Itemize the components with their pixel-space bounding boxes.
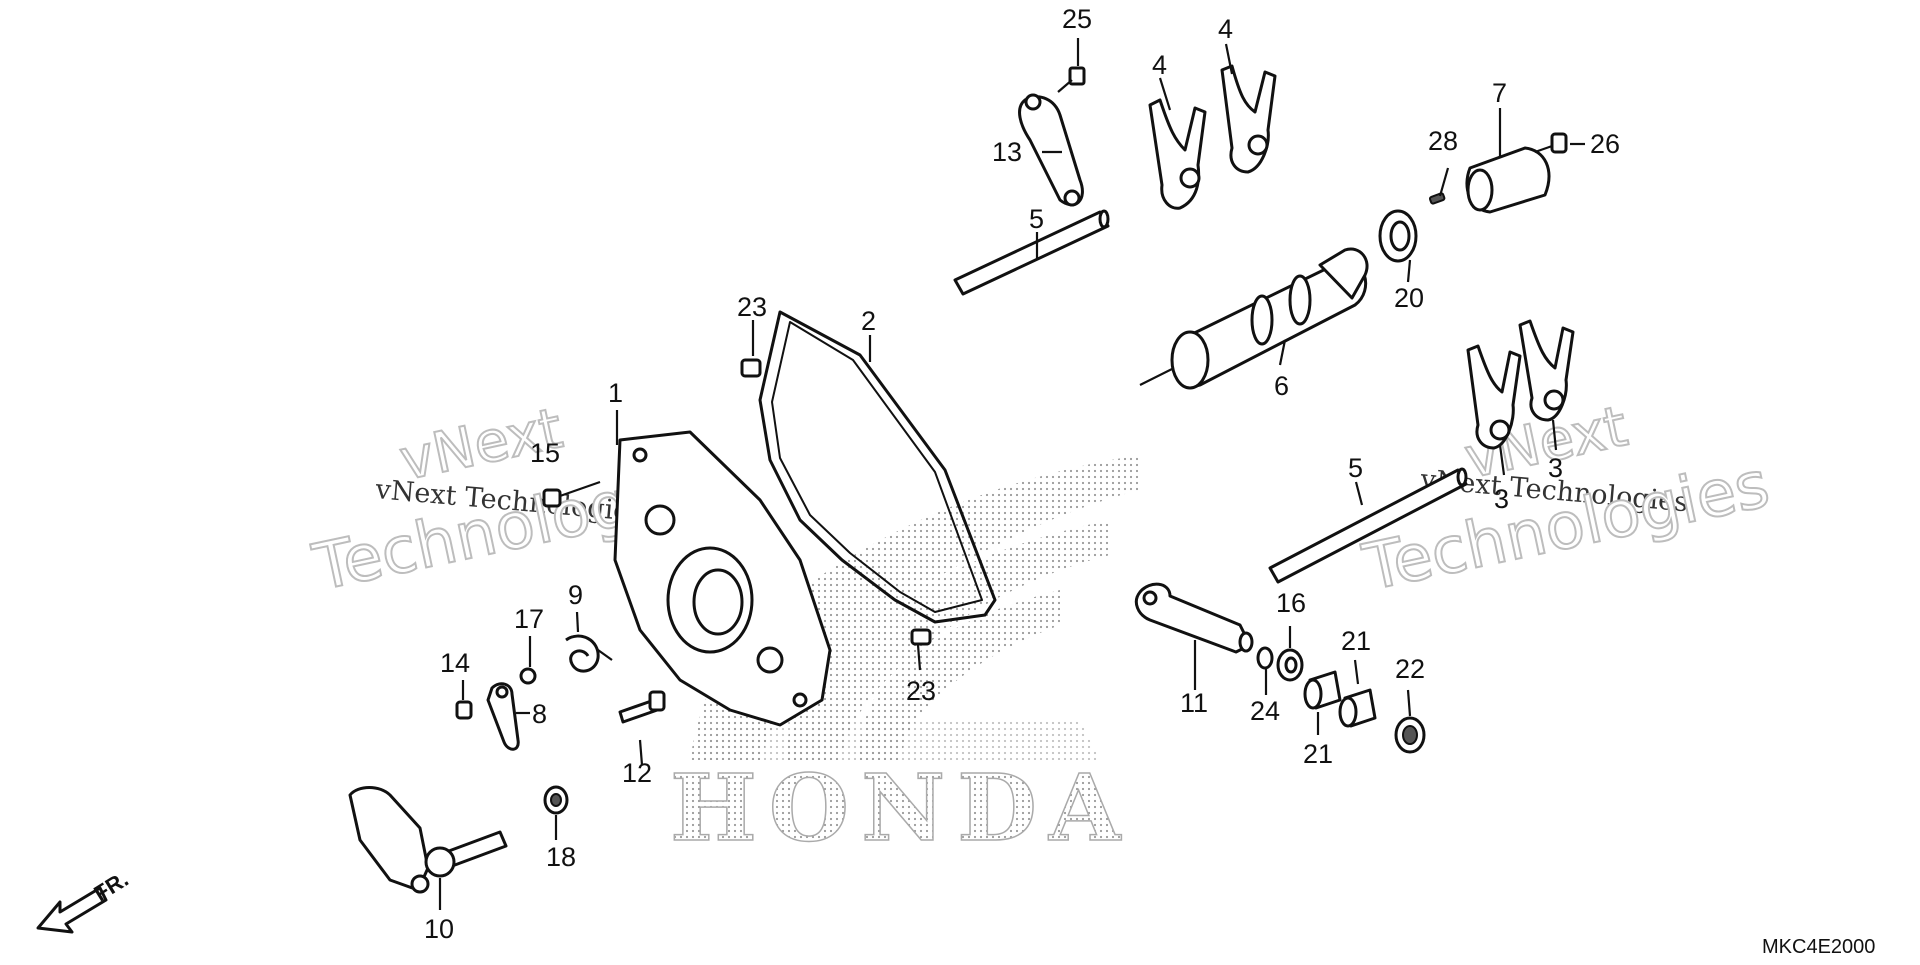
label-23a: 23 (737, 292, 767, 322)
part-20-bearing (1378, 209, 1418, 263)
diagram-code: MKC4E2000 (1762, 936, 1875, 958)
label-8: 8 (532, 699, 547, 729)
label-3a: 3 (1494, 484, 1509, 514)
part-12-bolt (618, 690, 666, 724)
label-10: 10 (424, 914, 454, 944)
label-12: 12 (622, 758, 652, 788)
label-18: 18 (546, 842, 576, 872)
honda-watermark: HONDA (670, 754, 1132, 862)
label-14: 14 (440, 648, 470, 678)
part-28-pin (1428, 192, 1446, 205)
label-28: 28 (1428, 126, 1458, 156)
part-13-stopper-plate (1018, 93, 1084, 207)
part-14-bolt (455, 700, 473, 720)
callout-labels: 25 13 4 4 5 28 7 26 20 6 23 2 1 15 3 3 5… (424, 4, 1620, 944)
part-3-shift-fork-b (1518, 319, 1575, 422)
part-4-shift-fork-b (1220, 64, 1277, 174)
part-22-oil-seal (1394, 716, 1426, 754)
part-11-shift-arm (1134, 582, 1254, 654)
part-21-needle-bearing-b (1338, 688, 1377, 728)
label-15: 15 (530, 438, 560, 468)
label-21b: 21 (1303, 739, 1333, 769)
part-25-bolt (1057, 66, 1086, 93)
part-24-circlip (1256, 646, 1274, 670)
part-23-dowel-lower (910, 628, 932, 646)
label-6: 6 (1274, 371, 1289, 401)
part-23-dowel-upper (740, 358, 762, 378)
part-4-shift-fork-a (1148, 98, 1207, 210)
part-7-shift-drum-center (1465, 146, 1551, 214)
part-18-seal (543, 785, 569, 815)
part-15-bolt (542, 480, 601, 508)
label-17: 17 (514, 604, 544, 634)
label-26: 26 (1590, 129, 1620, 159)
label-16: 16 (1276, 588, 1306, 618)
part-5-fork-shaft-upper (953, 209, 1110, 296)
label-5a: 5 (1029, 204, 1044, 234)
label-3b: 3 (1548, 453, 1563, 483)
label-7: 7 (1492, 78, 1507, 108)
part-3-shift-fork-a (1466, 344, 1522, 450)
part-10-gearshift-spindle (348, 786, 508, 894)
label-4b: 4 (1218, 14, 1233, 44)
label-20: 20 (1394, 283, 1424, 313)
part-8-stopper-arm (486, 682, 520, 751)
part-16-washer (1276, 648, 1304, 682)
part-26-bolt (1534, 132, 1568, 154)
part-21-needle-bearing-a (1303, 670, 1342, 710)
part-17-washer (519, 667, 537, 685)
arrow-front-icon: FR. (36, 866, 133, 934)
label-11: 11 (1180, 688, 1208, 718)
part-9-spring (565, 634, 613, 673)
part-2-gasket (758, 310, 997, 624)
label-2: 2 (861, 306, 876, 336)
label-13: 13 (992, 137, 1022, 167)
part-5-fork-shaft-lower (1268, 467, 1468, 584)
label-23b: 23 (906, 676, 936, 706)
label-5b: 5 (1348, 453, 1363, 483)
label-9: 9 (568, 580, 583, 610)
part-1-crankcase-cover (613, 430, 832, 727)
label-24: 24 (1250, 696, 1280, 726)
label-1: 1 (608, 378, 623, 408)
label-25: 25 (1062, 4, 1092, 34)
label-21a: 21 (1341, 626, 1371, 656)
leader-lines (438, 38, 1585, 910)
label-22: 22 (1395, 654, 1425, 684)
part-6-shift-drum (1139, 247, 1369, 390)
label-4a: 4 (1152, 50, 1167, 80)
